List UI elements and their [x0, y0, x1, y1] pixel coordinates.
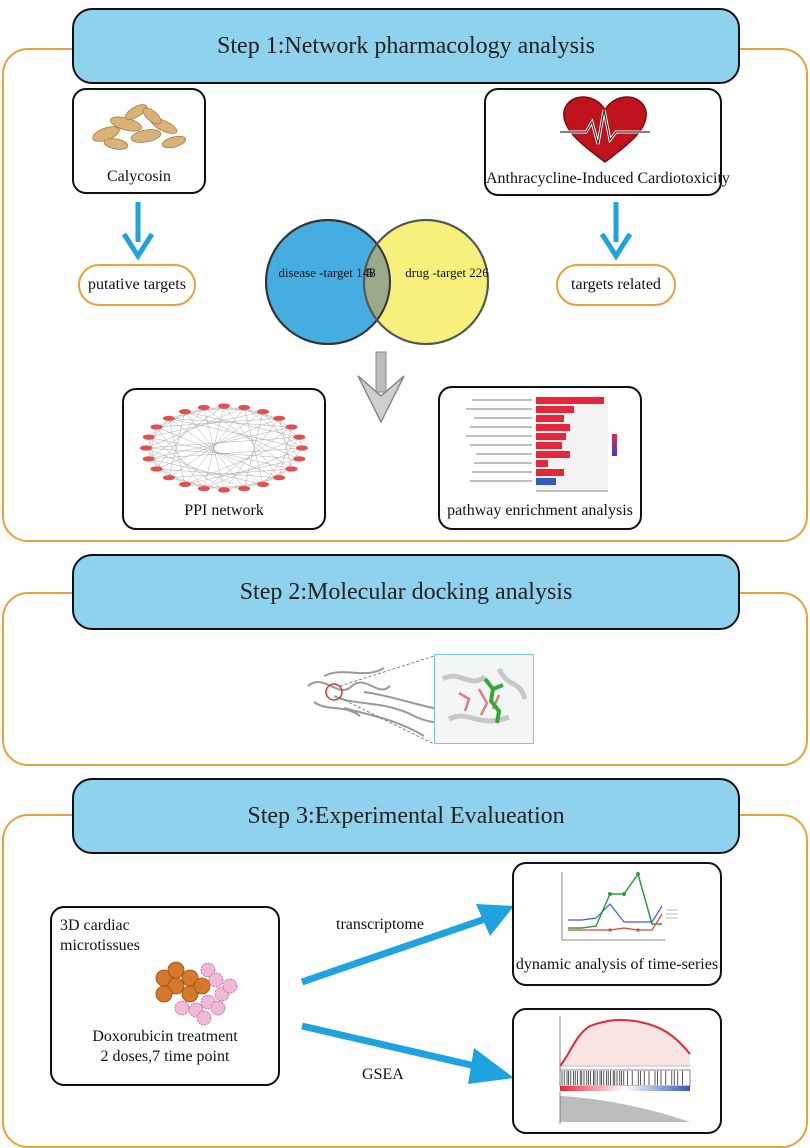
- ppi-node: [150, 424, 163, 430]
- step3-title: Step 3:Experimental Evalueation: [72, 778, 740, 854]
- timeseries-box: dynamic analysis of time-series: [512, 862, 722, 986]
- down-arrow-left: [121, 202, 155, 261]
- heart-ecg-icon: [560, 96, 650, 163]
- ppi-node: [296, 445, 308, 451]
- ppi-node: [150, 466, 163, 472]
- down-arrow-right: [599, 202, 633, 261]
- enrichment-box: pathway enrichment analysis: [438, 386, 642, 530]
- ppi-node: [273, 475, 286, 481]
- step2-title: Step 2:Molecular docking analysis: [72, 554, 740, 630]
- disease-box: Anthracycline-Induced Cardiotoxicity: [484, 88, 730, 196]
- ppi-network-graph: [140, 403, 308, 493]
- spheroid: [155, 985, 173, 1003]
- ppi-node: [293, 434, 306, 440]
- spheroid: [196, 1010, 212, 1026]
- spheroid: [167, 977, 185, 995]
- step1-title: Step 1:Network pharmacology analysis: [72, 8, 740, 84]
- timeseries-caption: dynamic analysis of time-series: [515, 956, 719, 973]
- arrow-to-timeseries: [300, 904, 514, 986]
- spheroid: [210, 1000, 226, 1016]
- docking-ligand-image: [441, 667, 528, 724]
- gray-down-arrow: [357, 351, 405, 424]
- ppi-node: [162, 415, 175, 421]
- docking-zoom-panel: [434, 654, 534, 744]
- enrichment-bar-plot: [466, 396, 617, 492]
- spheroid: [222, 978, 238, 994]
- microtissue-title: 3D cardiac microtissues: [60, 917, 140, 954]
- disease-label: Anthracycline-Induced Cardiotoxicity: [486, 170, 730, 187]
- enrichment-term-lines: [466, 399, 532, 482]
- arrow-to-gsea: [301, 1022, 514, 1084]
- herb-slices-image: [92, 104, 187, 150]
- ppi-node: [162, 475, 175, 481]
- drug-label: Calycosin: [107, 168, 171, 185]
- ppi-node: [197, 485, 210, 492]
- spheroid: [193, 977, 211, 995]
- spheroid: [174, 1000, 190, 1016]
- ppi-node: [142, 434, 155, 440]
- timeseries-line-chart: [561, 872, 678, 941]
- ppi-node: [179, 481, 191, 487]
- transcriptome-label: transcriptome: [336, 916, 424, 933]
- gsea-box: [512, 1008, 722, 1134]
- ppi-node: [285, 424, 298, 430]
- ppi-node: [179, 409, 191, 415]
- ppi-node: [197, 404, 210, 411]
- microtissue-box: 3D cardiac microtissues Doxorubicin trea…: [50, 906, 280, 1086]
- gsea-enrichment-plot: [559, 1016, 691, 1124]
- ppi-node: [238, 485, 251, 492]
- ppi-node: [140, 445, 152, 451]
- ppi-node: [218, 403, 230, 409]
- ppi-node: [218, 487, 230, 493]
- ppi-caption: PPI network: [184, 502, 264, 519]
- drug-box: Calycosin: [72, 88, 206, 194]
- treatment-line-1: Doxorubicin treatment: [92, 1028, 238, 1045]
- venn-diagram: [265, 219, 489, 345]
- microtissue-spheroids-image: [155, 961, 238, 1026]
- gsea-label: GSEA: [362, 1066, 404, 1083]
- ppi-node: [257, 409, 269, 415]
- ppi-node: [293, 456, 306, 462]
- ppi-box: PPI network: [122, 388, 326, 530]
- ppi-node: [285, 466, 298, 472]
- venn-disease-label: disease -target 148: [278, 265, 376, 280]
- targets-related-pill: targets related: [556, 264, 676, 306]
- ppi-node: [273, 415, 286, 421]
- venn-overlap-label: 5: [366, 265, 374, 280]
- spheroid: [208, 972, 224, 988]
- ppi-node: [257, 481, 269, 487]
- ppi-node: [142, 456, 155, 462]
- treatment-line-2: 2 doses,7 time point: [100, 1048, 230, 1065]
- venn-drug-label: drug -target 226: [405, 265, 489, 280]
- spheroid: [200, 962, 216, 978]
- enrichment-caption: pathway enrichment analysis: [447, 502, 633, 519]
- spheroid: [181, 985, 199, 1003]
- putative-targets-pill: putative targets: [78, 264, 196, 306]
- ppi-node: [238, 404, 251, 411]
- spheroid: [167, 961, 185, 979]
